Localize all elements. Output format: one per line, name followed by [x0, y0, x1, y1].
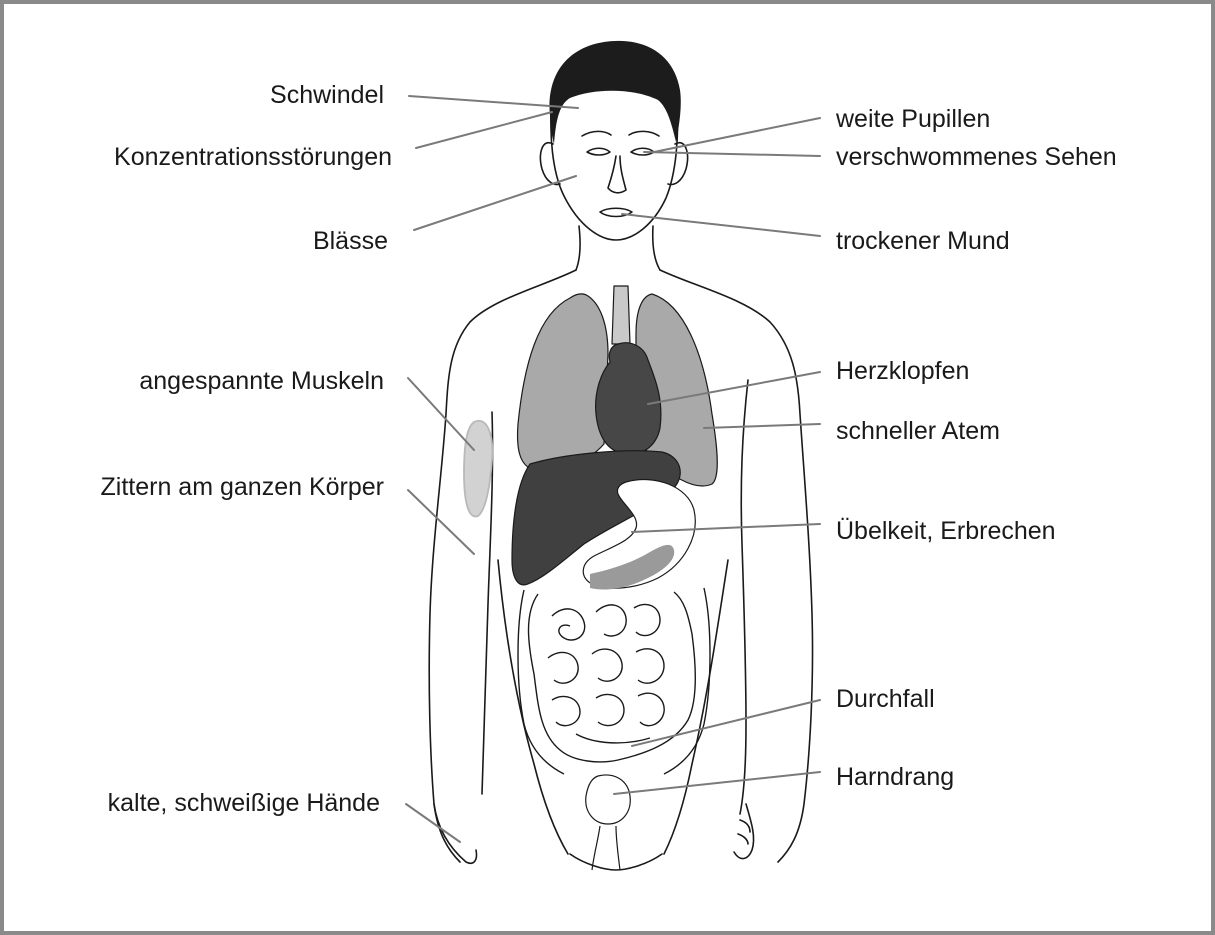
neck-right [653, 226, 660, 270]
urethra [592, 826, 620, 870]
right-inner-arm [740, 380, 748, 814]
leader-atem [704, 424, 820, 428]
left-hand [434, 804, 477, 863]
leader-durchfall [632, 700, 820, 746]
label-harndrang: Harndrang [836, 762, 954, 792]
leader-zittern [408, 490, 474, 554]
left-eye [587, 148, 610, 155]
neck-left [576, 226, 580, 270]
arm-muscle [464, 421, 492, 517]
leader-sehen [644, 152, 820, 156]
label-zittern: Zittern am ganzen Körper [24, 472, 384, 502]
label-blaesse: Blässe [184, 226, 388, 256]
label-uebelkeit-erbrechen: Übelkeit, Erbrechen [836, 516, 1056, 546]
leader-konzentration [416, 112, 552, 148]
torso-right-side [664, 560, 728, 854]
left-lung [518, 294, 608, 471]
leader-mund [622, 214, 820, 236]
nose [608, 156, 626, 193]
label-schneller-atem: schneller Atem [836, 416, 1000, 446]
colon [518, 588, 710, 774]
label-weite-pupillen: weite Pupillen [836, 104, 990, 134]
bladder [586, 775, 631, 824]
leader-muskeln [408, 378, 474, 450]
label-verschwommenes-sehen: verschwommenes Sehen [836, 142, 1117, 172]
label-schwindel: Schwindel [184, 80, 384, 110]
right-fingers [738, 820, 750, 844]
label-angespannte-muskeln: angespannte Muskeln [44, 366, 384, 396]
label-trockener-mund: trockener Mund [836, 226, 1010, 256]
hair [549, 41, 680, 144]
organs [464, 286, 717, 870]
leader-harndrang [614, 772, 820, 794]
label-herzklopfen: Herzklopfen [836, 356, 969, 386]
leader-blaesse [414, 176, 576, 230]
left-eyebrow [582, 131, 611, 136]
label-konzentrationsstoerungen: Konzentrationsstörungen [24, 142, 392, 172]
pelvis [570, 854, 662, 870]
right-eyebrow [629, 131, 659, 136]
leader-haende [406, 804, 460, 842]
label-durchfall: Durchfall [836, 684, 935, 714]
trachea [612, 286, 630, 344]
label-kalte-haende: kalte, schweißige Hände [24, 788, 380, 818]
